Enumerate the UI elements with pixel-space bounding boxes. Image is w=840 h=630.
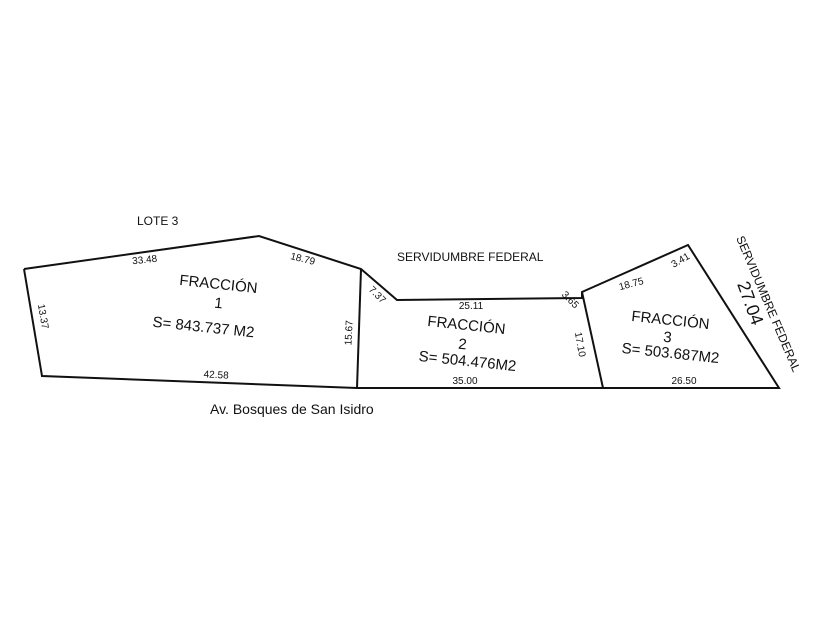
lote-3-label: LOTE 3 [137,214,179,228]
dimension-label: 42.58 [203,369,229,381]
dimension-label: 13.37 [35,303,50,330]
fraccion-2-area: S= 504.476M2 [418,348,517,375]
dimension-label: 7.37 [366,284,388,306]
dimension-label: 3.41 [670,251,693,270]
servidumbre-federal-top-label: SERVIDUMBRE FEDERAL [397,250,544,264]
street-name-label: Av. Bosques de San Isidro [210,401,374,417]
dimension-label: 15.67 [343,320,355,346]
dimension-label: 17.10 [572,331,587,358]
dimension-label: 18.75 [618,276,645,293]
fraccion-1-area: S= 843.737 M2 [152,314,255,342]
dimension-label: 33.48 [132,254,158,268]
lot-boundary [23,234,781,389]
dimension-label: 25.11 [459,301,484,312]
division-line-1-2 [356,268,362,389]
fraccion-2-number: 2 [457,336,467,354]
fraccion-3-area: S= 503.687M2 [621,340,720,367]
fraccion-1-title: FRACCIÓN [179,272,259,297]
fraccion-2-title: FRACCIÓN [427,313,507,338]
fraccion-1-number: 1 [213,295,223,313]
fraccion-3-number: 3 [662,329,672,347]
dimension-label: 35.00 [452,376,477,387]
dimension-label: 26.50 [671,376,696,387]
division-line-2-3 [581,291,604,389]
dimension-label: 3.65 [559,289,581,311]
